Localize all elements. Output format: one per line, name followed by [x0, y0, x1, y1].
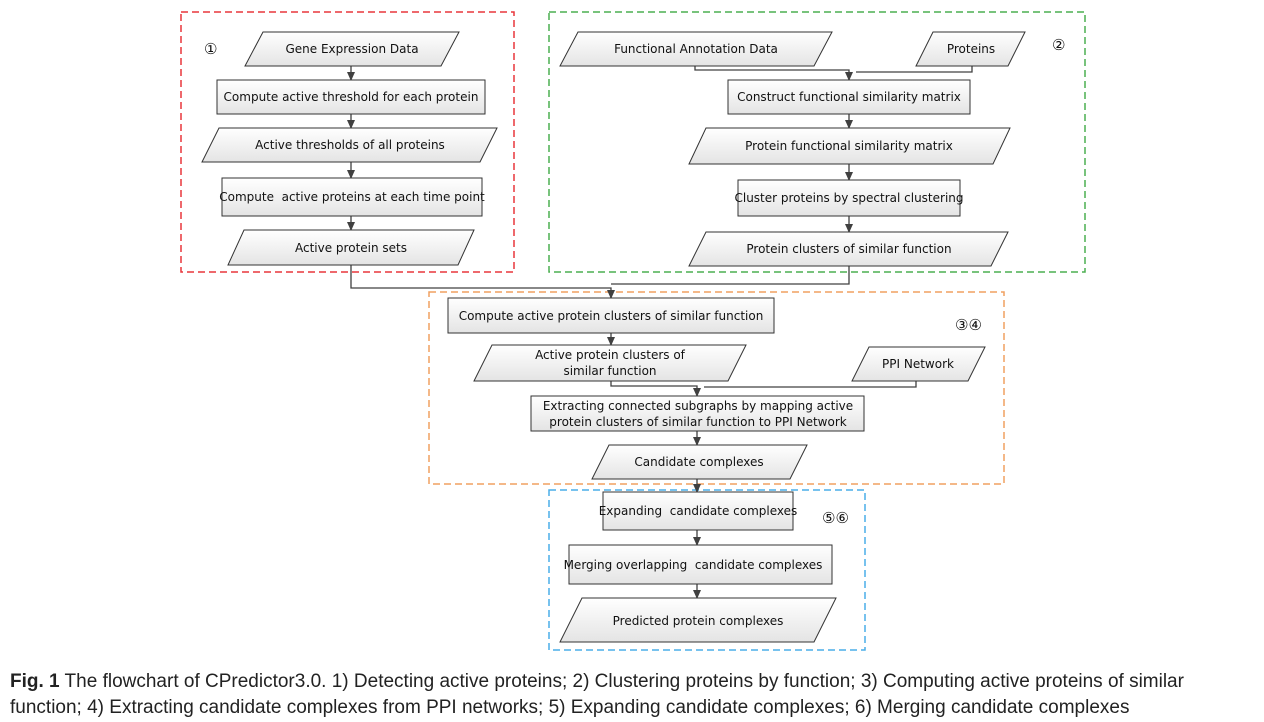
- node-compute-active-proteins-label: Compute active proteins at each time poi…: [219, 190, 485, 204]
- group-frame-detecting-active-proteins: [180, 11, 515, 273]
- connectors: [347, 66, 973, 599]
- figure-caption: Fig. 1 The flowchart of CPredictor3.0. 1…: [10, 669, 1250, 721]
- figure-caption-label: Fig. 1: [10, 671, 60, 692]
- node-active-protein-sets-label: Active protein sets: [295, 241, 407, 255]
- node-cluster-spectral: [737, 179, 961, 217]
- node-active-protein-sets: [227, 229, 475, 266]
- node-protein-similarity-matrix: [688, 127, 1011, 165]
- node-active-thresholds: [201, 127, 498, 163]
- node-functional-annotation-data: [559, 31, 833, 67]
- node-extracting-subgraphs: [530, 395, 865, 432]
- group-marker-1: ①: [204, 40, 217, 58]
- group-marker-3-4: ③④: [955, 316, 982, 334]
- figure-caption-text: The flowchart of CPredictor3.0. 1) Detec…: [10, 671, 1184, 718]
- node-compute-active-threshold: [216, 79, 486, 115]
- node-gene-expression-data: [244, 31, 460, 67]
- node-compute-active-proteins: [221, 177, 483, 217]
- node-expanding-candidates: [602, 491, 794, 531]
- node-construct-functional-similarity-label: Construct functional similarity matrix: [737, 90, 961, 104]
- group-frame-expand-merge: [548, 489, 866, 651]
- arrow-clusters-to-compute-clusters: [611, 266, 850, 285]
- node-ppi-network: [851, 346, 986, 382]
- node-candidate-complexes-label: Candidate complexes: [634, 455, 763, 469]
- node-predicted-complexes-label: Predicted protein complexes: [613, 614, 784, 628]
- flowchart: ① ② ③④ ⑤⑥ Gene Expression Data Compute a…: [180, 11, 1086, 651]
- node-protein-similarity-matrix-label: Protein functional similarity matrix: [745, 139, 953, 153]
- group-frame-candidate-extraction: [428, 291, 1005, 485]
- arrow-annotation-to-construct: [694, 66, 853, 81]
- node-construct-functional-similarity: [727, 79, 971, 115]
- arrow-active-clusters-to-extracting: [610, 381, 701, 397]
- arrow-proteins-to-construct: [856, 66, 973, 73]
- node-compute-active-clusters: [447, 297, 775, 334]
- node-protein-clusters-similar-label: Protein clusters of similar function: [746, 242, 951, 256]
- node-merging-overlapping-label: Merging overlapping candidate complexes: [564, 558, 823, 572]
- node-cluster-spectral-label: Cluster proteins by spectral clustering: [734, 191, 963, 205]
- node-predicted-complexes: [559, 597, 837, 643]
- node-extracting-subgraphs-label-2: protein clusters of similar function to …: [549, 415, 846, 429]
- node-ppi-network-label: PPI Network: [882, 357, 954, 371]
- group-marker-2: ②: [1052, 36, 1065, 54]
- node-proteins: [915, 31, 1026, 67]
- node-gene-expression-data-label: Gene Expression Data: [285, 42, 418, 56]
- arrow-ppi-to-extracting: [704, 381, 917, 388]
- node-protein-clusters-similar: [688, 231, 1009, 267]
- node-functional-annotation-data-label: Functional Annotation Data: [614, 42, 778, 56]
- node-merging-overlapping: [568, 544, 833, 585]
- node-active-protein-clusters: [473, 344, 747, 382]
- node-compute-active-clusters-label: Compute active protein clusters of simil…: [459, 309, 764, 323]
- node-proteins-label: Proteins: [947, 42, 995, 56]
- node-active-protein-clusters-label-2: similar function: [563, 364, 656, 378]
- node-candidate-complexes: [591, 444, 808, 480]
- group-frame-clustering-by-function: [548, 11, 1086, 273]
- node-extracting-subgraphs-label-1: Extracting connected subgraphs by mappin…: [543, 399, 853, 413]
- arrow-sets-to-compute-clusters: [350, 265, 615, 299]
- node-compute-active-threshold-label: Compute active threshold for each protei…: [224, 90, 479, 104]
- group-marker-5-6: ⑤⑥: [822, 509, 849, 527]
- node-active-thresholds-label: Active thresholds of all proteins: [255, 138, 445, 152]
- node-active-protein-clusters-label-1: Active protein clusters of: [535, 348, 686, 362]
- node-expanding-candidates-label: Expanding candidate complexes: [599, 504, 798, 518]
